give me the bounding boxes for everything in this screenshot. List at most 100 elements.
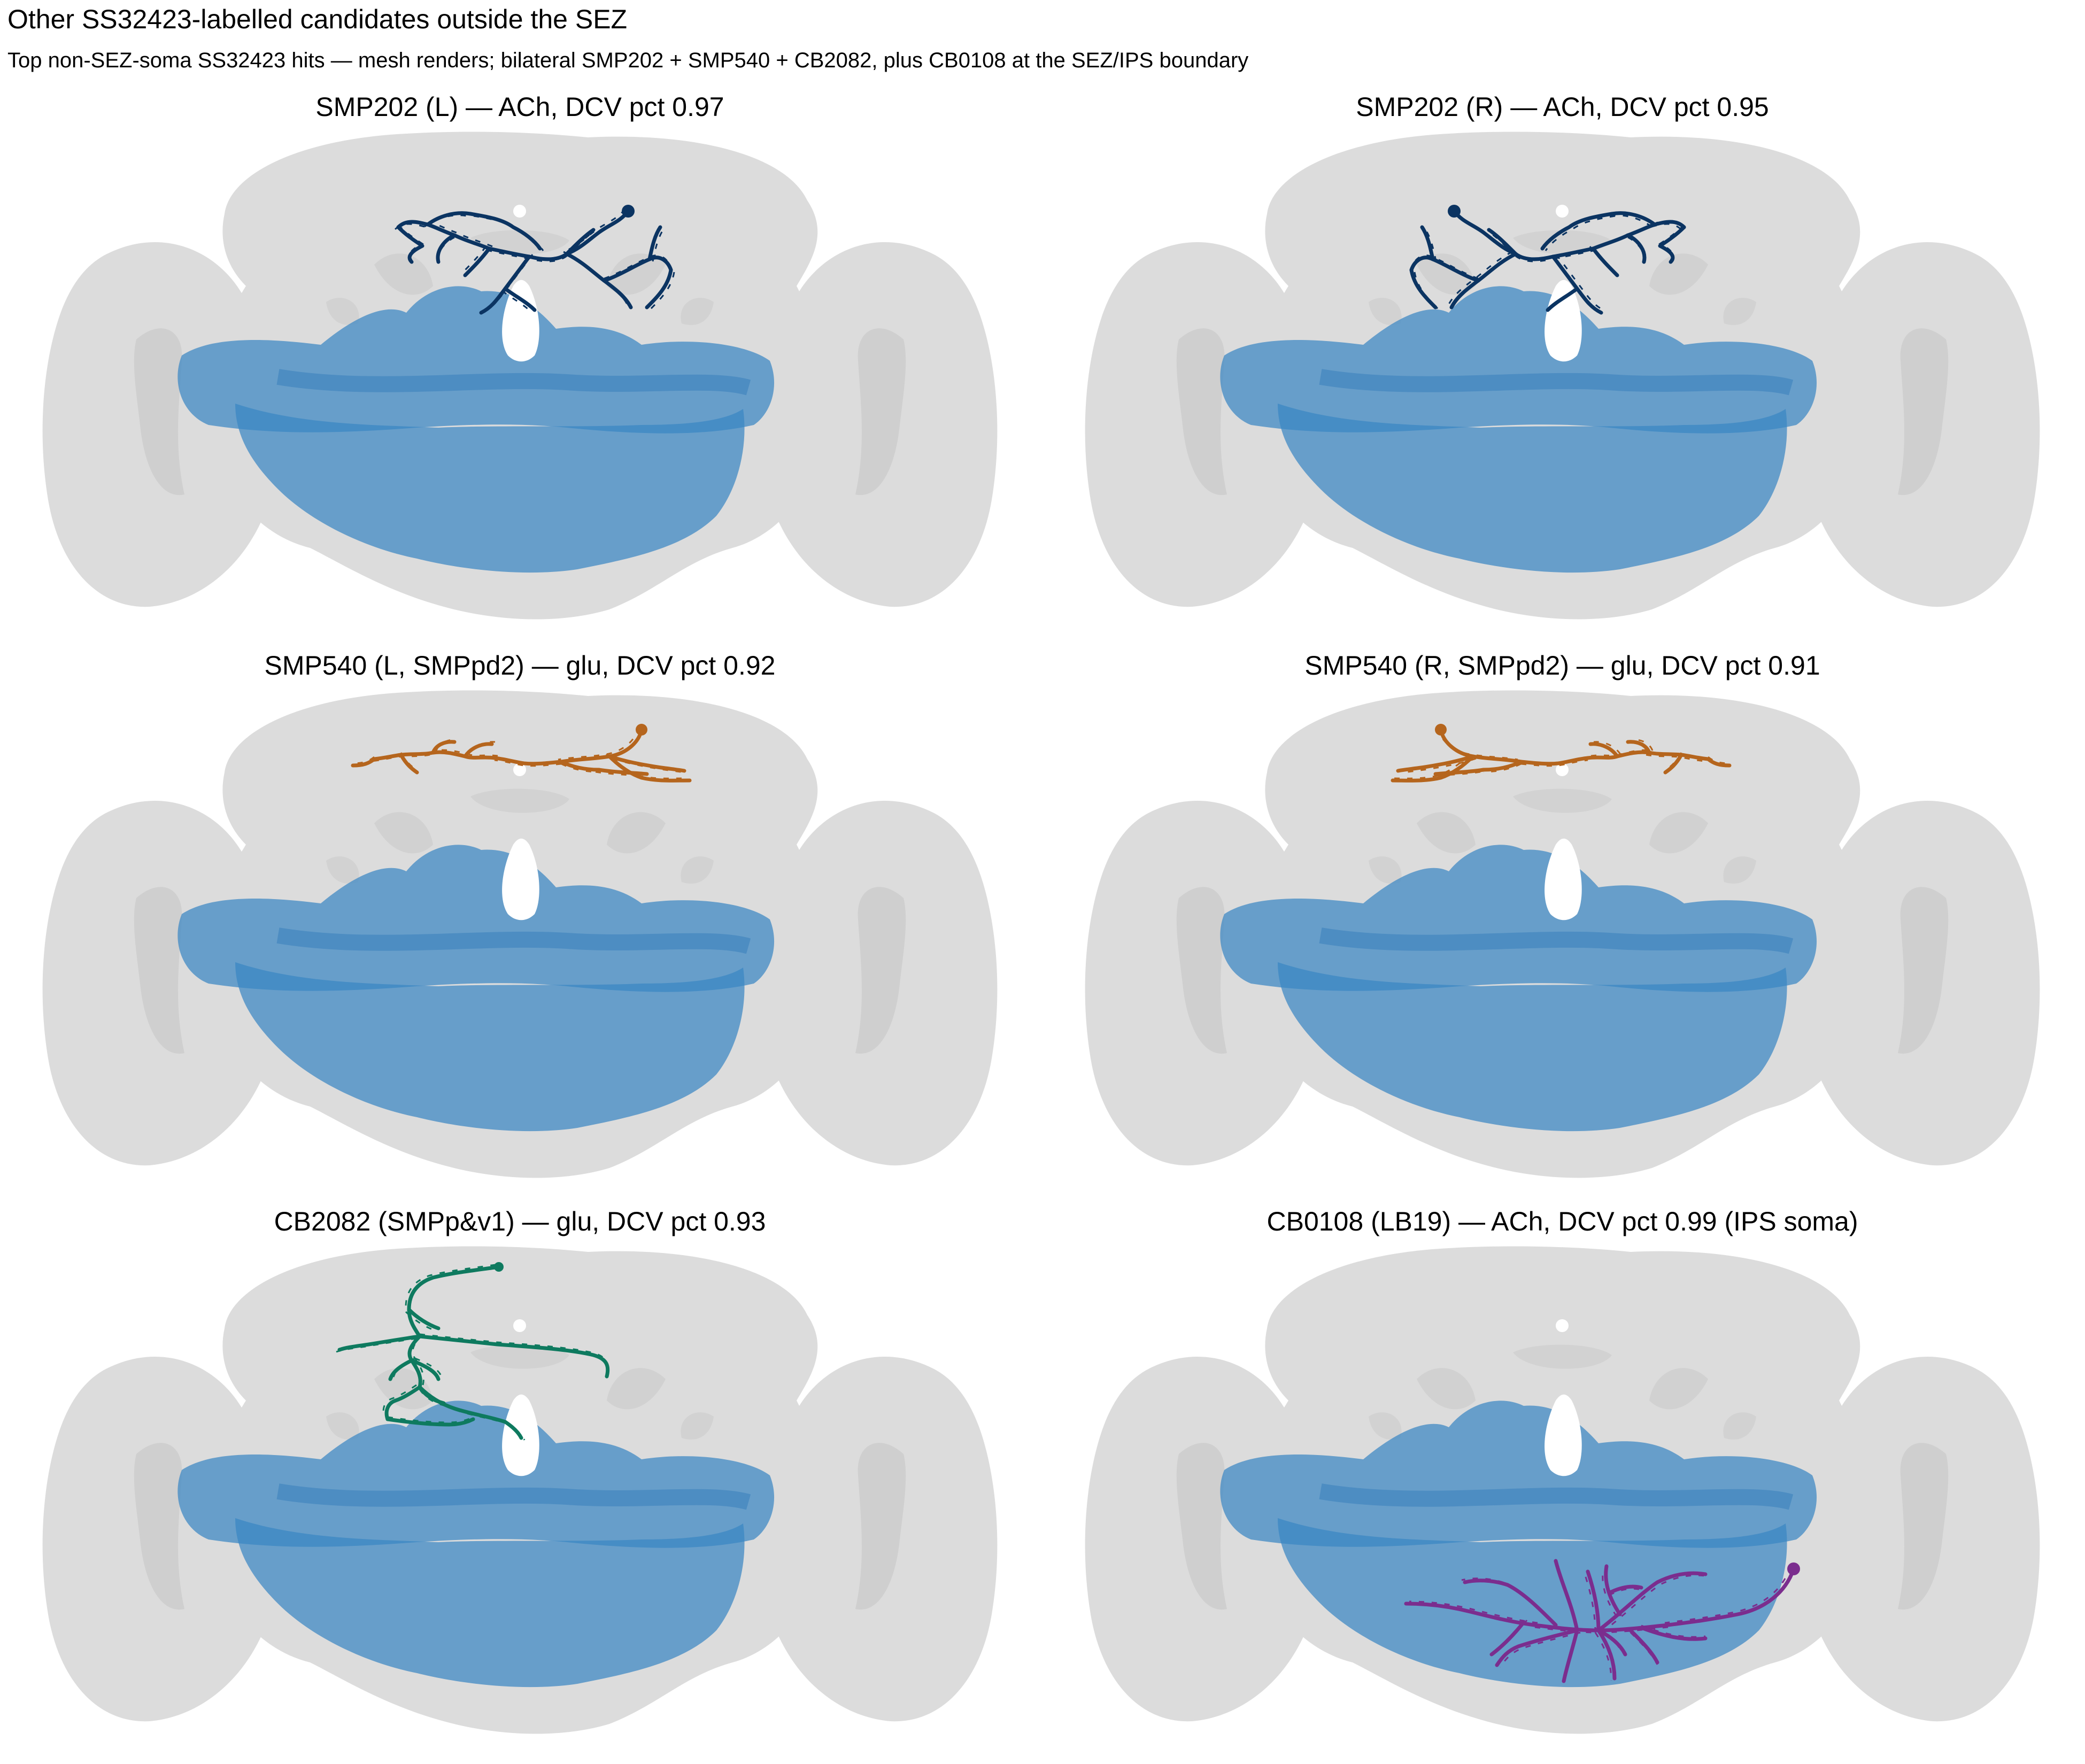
lobe-inner-right xyxy=(855,887,906,1054)
neuron-twig xyxy=(422,1388,526,1441)
neuron-branch xyxy=(1604,1564,1622,1616)
lobe-inner-left xyxy=(134,1443,184,1610)
neuron-twig xyxy=(394,214,468,230)
esophagus-hole xyxy=(1545,280,1582,362)
neuropil-detail xyxy=(326,856,359,884)
neuropil-detail xyxy=(1369,856,1402,884)
sez-mesh-lower xyxy=(235,962,745,1132)
sez-mesh-upper xyxy=(1220,1401,1817,1548)
neuron-twig xyxy=(1608,214,1682,230)
brain-mesh xyxy=(42,1246,998,1734)
neuron-branch xyxy=(1610,211,1686,229)
brain-render xyxy=(1085,131,2040,620)
neuron-twig xyxy=(1593,739,1654,755)
neuron-twig xyxy=(501,290,532,313)
panel-title: SMP540 (R, SMPpd2) — glu, DCV pct 0.91 xyxy=(1304,651,1820,680)
neuropil-detail xyxy=(607,1368,666,1410)
neuropil-detail xyxy=(1556,205,1569,218)
neuron-twig xyxy=(649,229,675,311)
neuron-twig xyxy=(1609,1588,1642,1596)
lobe-inner-left xyxy=(1176,1443,1227,1610)
neuron-twig xyxy=(1461,1577,1554,1624)
neuropil-detail xyxy=(1649,812,1708,854)
neuron-twig xyxy=(1627,236,1646,265)
figure-subtitle: Top non-SEZ-soma SS32423 hits — mesh ren… xyxy=(7,49,1249,72)
figure-title: Other SS32423-labelled candidates outsid… xyxy=(7,4,628,34)
neuropil-detail xyxy=(374,812,433,854)
neuron-soma xyxy=(1787,1562,1800,1575)
neuropil-detail xyxy=(1513,788,1612,813)
neuron-twig xyxy=(558,727,639,761)
neuropil-detail xyxy=(470,788,569,813)
neuron-branch xyxy=(1607,1584,1643,1595)
neuron-twig xyxy=(437,236,455,265)
neuron-twig xyxy=(484,254,534,312)
neuron-branch xyxy=(1487,228,1518,256)
neuron-branch xyxy=(418,1334,610,1379)
lobe-inner-left xyxy=(1176,887,1227,1054)
neuropil-detail xyxy=(1417,253,1476,295)
neuron-skeleton xyxy=(1389,724,1732,783)
neuron-twig xyxy=(1437,727,1518,761)
neuron-twig xyxy=(405,1311,436,1332)
neuron-twig xyxy=(392,1357,443,1378)
neuron-twig xyxy=(1545,215,1616,251)
panel-smp202-left: SMP202 (L) — ACh, DCV pct 0.97 xyxy=(0,88,1040,644)
neuropil-detail xyxy=(326,298,359,326)
brain-mesh xyxy=(42,690,998,1178)
panel-cb2082: CB2082 (SMPp&v1) — glu, DCV pct 0.93 xyxy=(0,1203,1040,1759)
neuron-branch xyxy=(597,768,649,776)
neuropil-detail xyxy=(1723,856,1756,884)
neuron-branch xyxy=(337,1334,422,1352)
neuron-branch xyxy=(1554,1559,1579,1683)
brain-render xyxy=(1085,1246,2040,1734)
neuron-twig xyxy=(1584,1573,1612,1681)
neuron-twig xyxy=(1589,246,1615,274)
panel-smp540-right: SMP540 (R, SMPpd2) — glu, DCV pct 0.91 xyxy=(1042,647,2082,1203)
esophagus-hole xyxy=(502,280,539,362)
neuron-twig xyxy=(1602,1568,1618,1617)
panel-title: SMP540 (L, SMPpd2) — glu, DCV pct 0.92 xyxy=(264,651,776,680)
neuron-twig xyxy=(1447,251,1513,306)
neuron-twig xyxy=(1488,231,1517,257)
neuron-twig xyxy=(566,231,594,257)
panel-smp540-left: SMP540 (L, SMPpd2) — glu, DCV pct 0.92 xyxy=(0,647,1040,1203)
neuropil-detail xyxy=(513,763,526,776)
neuron-branch xyxy=(1663,753,1732,775)
esophagus-hole xyxy=(1545,838,1582,920)
neuron-branch xyxy=(384,1385,422,1421)
neuropil-detail xyxy=(326,1412,359,1440)
neuropil-detail xyxy=(681,298,714,326)
sez-mesh-lower xyxy=(1278,962,1787,1132)
neuron-twig xyxy=(1658,224,1685,261)
neuron-branch xyxy=(1628,1628,1659,1665)
neuron-twig xyxy=(387,1416,474,1423)
panel-title: SMP202 (L) — ACh, DCV pct 0.97 xyxy=(315,92,724,122)
neuron-twig xyxy=(1555,254,1605,312)
neuropil-detail xyxy=(513,1319,526,1332)
neuron-twig xyxy=(1409,1600,1538,1624)
neuropil-detail xyxy=(607,812,666,854)
neuron-twig xyxy=(561,763,599,773)
neuron-twig xyxy=(1414,229,1440,311)
neuron-skeleton xyxy=(351,724,692,783)
neuron-soma xyxy=(1448,205,1461,218)
neuron-branch xyxy=(492,756,563,766)
sez-mesh-lower xyxy=(235,1518,745,1688)
sez-mesh-upper xyxy=(1220,845,1817,992)
brain-render xyxy=(42,690,998,1178)
neuron-branch xyxy=(1396,754,1475,773)
neuron-twig xyxy=(1595,1627,1623,1653)
neuron-branch xyxy=(607,754,686,773)
neuron-twig xyxy=(419,1389,444,1406)
sez-mesh-overlap xyxy=(1319,927,1794,954)
neuropil-detail xyxy=(1417,812,1476,854)
sez-mesh-upper xyxy=(1220,286,1817,434)
neuron-twig xyxy=(1432,771,1481,777)
neuron-branch xyxy=(1591,246,1619,277)
neuron-branch xyxy=(565,209,630,256)
lobe-inner-right xyxy=(1898,1443,1949,1610)
neuron-soma xyxy=(622,205,635,218)
neuron-twig xyxy=(1494,1620,1528,1653)
neuron-twig xyxy=(1665,752,1730,771)
